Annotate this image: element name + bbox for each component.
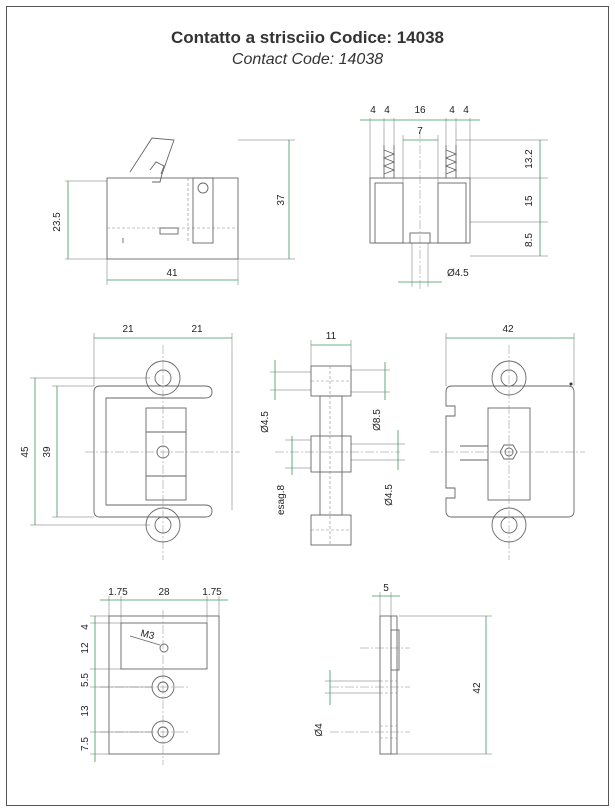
plan-view: 21 21 45 39	[20, 324, 240, 560]
dim-edge-5: 5	[383, 583, 389, 594]
dim-side-16: 16	[414, 105, 426, 116]
dim-side-4a: 4	[370, 105, 376, 116]
dim-side-dia: Ø4.5	[447, 268, 469, 279]
dim-23-5: 23.5	[52, 212, 63, 232]
dim-bot-1-75b: 1.75	[202, 587, 222, 598]
dim-sec-dia-4-5b: Ø4.5	[384, 484, 395, 506]
dim-37: 37	[276, 194, 287, 206]
dim-bot-5-5: 5.5	[80, 673, 91, 687]
dim-bot-28: 28	[158, 587, 170, 598]
dim-side-4b: 4	[384, 105, 390, 116]
drawing-subtitle: Contact Code: 14038	[231, 51, 384, 68]
edge-view: 5 42 Ø4	[314, 583, 492, 755]
dim-sec-dia-8-5: Ø8.5	[372, 409, 383, 431]
dim-bot-12: 12	[80, 642, 91, 654]
bottom-view: M3 1.75 28 1.75 4 12 5.5 13 7.5	[80, 587, 228, 765]
dim-sec-11: 11	[326, 331, 337, 342]
thread-m3-label: M3	[139, 628, 156, 642]
dim-bot-13: 13	[80, 705, 91, 717]
dim-rear-42: 42	[502, 324, 514, 335]
dim-side-7: 7	[417, 126, 423, 137]
dim-bot-7-5: 7.5	[80, 737, 91, 751]
dim-side-4d: 4	[463, 105, 469, 116]
dim-side-8-5: 8.5	[524, 233, 535, 247]
dim-plan-45: 45	[20, 446, 31, 458]
dim-sec-hex-8: esag.8	[276, 485, 287, 515]
dim-side-4c: 4	[449, 105, 455, 116]
side-view: 4 4 16 4 4 7 13.2 15 8.5 Ø4.5	[360, 105, 548, 290]
dim-plan-21a: 21	[122, 324, 134, 335]
drawing-title: Contatto a strisciio Codice: 14038	[170, 28, 445, 47]
dim-bot-4: 4	[80, 624, 91, 630]
section-view: 11 Ø4.5 Ø8.5 esag.8 Ø4.5	[260, 331, 405, 546]
front-view: 23.5 37 41	[52, 137, 295, 285]
dim-sec-dia-4-5: Ø4.5	[260, 411, 271, 433]
dim-side-15: 15	[524, 195, 535, 207]
dim-edge-42: 42	[472, 682, 483, 694]
dim-plan-21b: 21	[191, 324, 203, 335]
dim-side-13-2: 13.2	[524, 149, 535, 169]
dim-bot-1-75a: 1.75	[108, 587, 128, 598]
dim-41: 41	[166, 268, 178, 279]
dim-edge-dia-4: Ø4	[314, 723, 325, 737]
rear-view: 42	[430, 324, 585, 560]
dim-plan-39: 39	[42, 446, 53, 458]
drawing-frame	[6, 6, 609, 806]
